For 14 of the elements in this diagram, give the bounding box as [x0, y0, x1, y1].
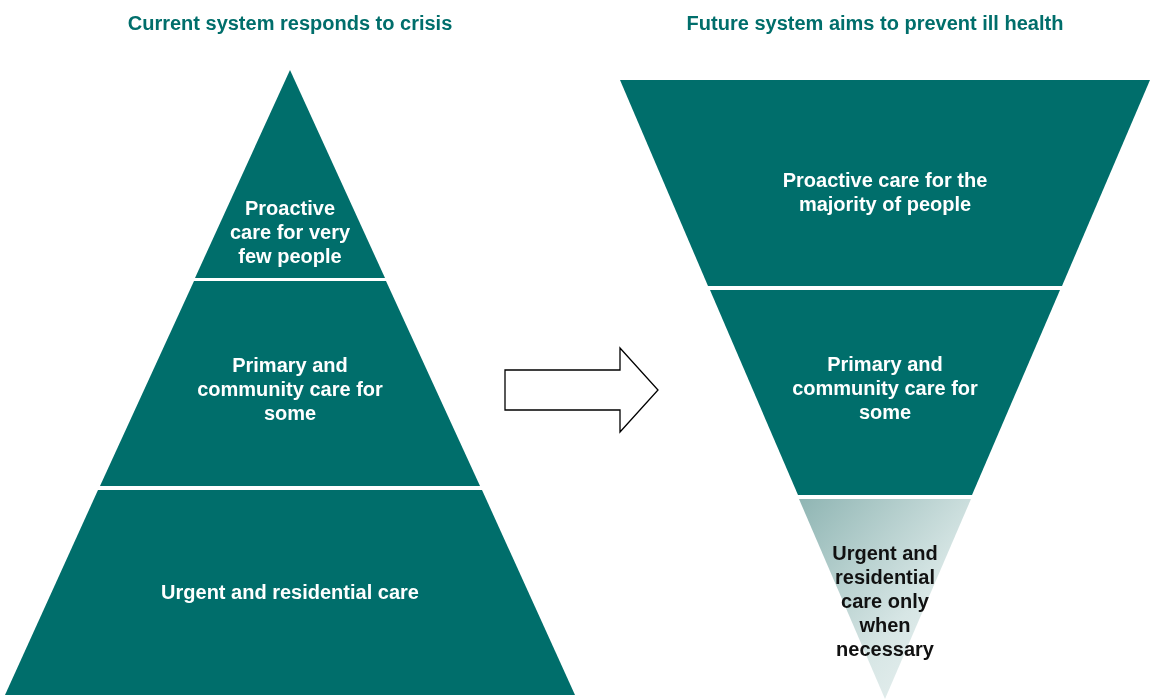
heading: Current system responds to crisis	[127, 12, 453, 35]
segment-label: Primary and community care for some	[791, 352, 979, 424]
segment-label: Urgent and residential care only when necessary	[831, 541, 939, 661]
segment-label: Primary and community care for some	[196, 353, 384, 425]
pyramid-segment	[710, 290, 1060, 495]
pyramid-segment	[100, 281, 480, 486]
heading: Future system aims to prevent ill health	[686, 12, 1064, 35]
block-arrow	[504, 346, 659, 434]
segment-label: Proactive care for very few people	[228, 196, 352, 268]
pyramid-segment	[620, 80, 1150, 286]
segment-label: Proactive care for the majority of people	[781, 168, 989, 216]
segment-label: Urgent and residential care	[161, 580, 419, 604]
pyramid-segment	[799, 499, 971, 699]
pyramid-segment	[195, 70, 385, 278]
